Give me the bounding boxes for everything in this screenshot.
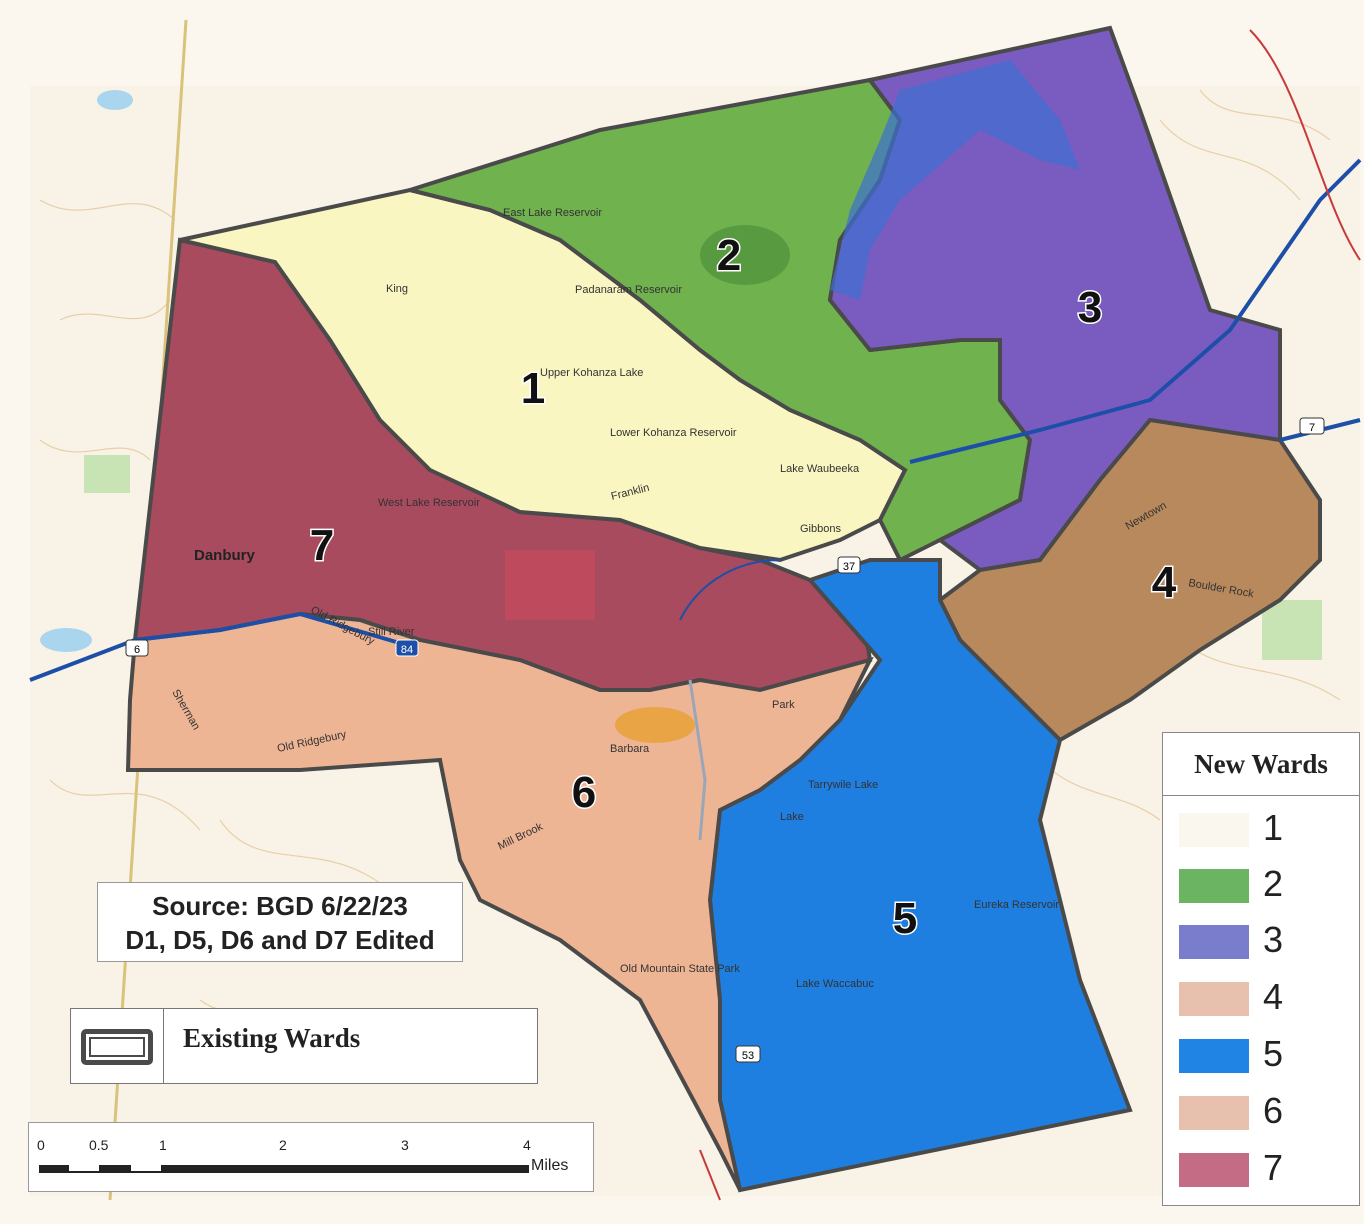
legend-swatch xyxy=(1179,1039,1249,1073)
basemap-park xyxy=(1262,600,1322,660)
svg-text:53: 53 xyxy=(742,1050,754,1062)
scale-tick: 2 xyxy=(279,1137,287,1153)
source-box: Source: BGD 6/22/23 D1, D5, D6 and D7 Ed… xyxy=(97,882,463,962)
place-upper-kohanza-lake: Upper Kohanza Lake xyxy=(540,367,643,379)
legend-item: 2 xyxy=(1179,863,1349,907)
scale-tick: 0 xyxy=(37,1137,45,1153)
new-wards-legend: New Wards 1 2 3 4 5 6 7 xyxy=(1162,732,1360,1206)
place-tarrywile-lake: Tarrywile Lake xyxy=(808,779,878,791)
legend-label: 3 xyxy=(1263,919,1284,960)
place-east-lake-reservoir: East Lake Reservoir xyxy=(503,207,602,219)
existing-wards-legend: Existing Wards xyxy=(70,1008,538,1084)
basemap-lake xyxy=(40,628,92,652)
scale-units: Miles xyxy=(531,1157,569,1174)
legend-swatch xyxy=(1179,1153,1249,1187)
scale-tick: 3 xyxy=(401,1137,409,1153)
place-west-lake-reservoir: West Lake Reservoir xyxy=(378,497,480,509)
scale-segment xyxy=(131,1165,161,1171)
svg-text:6: 6 xyxy=(134,644,140,656)
scale-tick: 4 xyxy=(523,1137,531,1153)
source-line-2: D1, D5, D6 and D7 Edited xyxy=(125,925,435,955)
existing-wards-divider xyxy=(163,1009,164,1083)
legend-swatch xyxy=(1179,1096,1249,1130)
ward-number-2: 2 xyxy=(717,231,741,280)
legend-label: 6 xyxy=(1263,1090,1284,1131)
ward-number-6: 6 xyxy=(572,768,596,817)
legend-item: 1 xyxy=(1179,807,1349,851)
place-eureka-reservoir: Eureka Reservoir xyxy=(974,899,1059,911)
ward-number-3: 3 xyxy=(1078,283,1102,332)
ward-number-7: 7 xyxy=(310,521,334,570)
route-shield-37: 37 xyxy=(837,556,861,574)
basemap-lake xyxy=(97,90,133,110)
route-shield-84: 84 xyxy=(395,639,419,657)
ward-6 xyxy=(125,611,874,1191)
place-barbara: Barbara xyxy=(610,743,650,755)
legend-label: 7 xyxy=(1263,1147,1284,1188)
legend-item: 6 xyxy=(1179,1090,1349,1134)
ward-number-1: 1 xyxy=(521,364,545,413)
park-shading xyxy=(615,707,695,743)
route-shield-7: 7 xyxy=(1299,417,1325,435)
existing-wards-swatch xyxy=(81,1029,153,1065)
place-lake-waccabuc: Lake Waccabuc xyxy=(796,978,874,990)
route-shield-6: 6 xyxy=(125,639,149,657)
legend-label: 4 xyxy=(1263,976,1284,1017)
legend-swatch xyxy=(1179,982,1249,1016)
svg-text:7: 7 xyxy=(1309,422,1315,434)
place-lake-waubeeka: Lake Waubeeka xyxy=(780,463,860,475)
legend-label: 5 xyxy=(1263,1033,1284,1074)
legend-title: New Wards xyxy=(1163,733,1359,796)
legend-item: 3 xyxy=(1179,919,1349,963)
svg-text:84: 84 xyxy=(401,644,413,656)
place-lower-kohanza-reservoir: Lower Kohanza Reservoir xyxy=(610,427,737,439)
legend-swatch xyxy=(1179,813,1249,847)
scale-track xyxy=(39,1165,529,1173)
source-line-1: Source: BGD 6/22/23 xyxy=(152,891,408,921)
place-danbury: Danbury xyxy=(194,547,256,564)
highways xyxy=(29,29,1362,1201)
ward-3-shading xyxy=(830,60,1080,300)
park-shading xyxy=(700,225,790,285)
place-gibbons: Gibbons xyxy=(800,523,841,535)
ward-number-5: 5 xyxy=(893,894,917,943)
legend-label: 1 xyxy=(1263,807,1284,848)
place-old-mountain-state-park: Old Mountain State Park xyxy=(620,963,740,975)
scale-bar: 0 0.5 1 2 3 4 Miles xyxy=(28,1122,594,1192)
svg-text:37: 37 xyxy=(843,561,855,573)
park-shading xyxy=(505,550,595,620)
legend-item: 5 xyxy=(1179,1033,1349,1077)
place-lake: Lake xyxy=(780,811,804,823)
legend-item: 4 xyxy=(1179,976,1349,1020)
place-king: King xyxy=(386,283,408,295)
legend-swatch xyxy=(1179,925,1249,959)
place-park: Park xyxy=(772,699,795,711)
scale-tick: 1 xyxy=(159,1137,167,1153)
legend-item: 7 xyxy=(1179,1147,1349,1191)
legend-swatch xyxy=(1179,869,1249,903)
place-padanaram-reservoir: Padanaram Reservoir xyxy=(575,284,682,296)
scale-tick: 0.5 xyxy=(89,1137,109,1153)
existing-wards-label: Existing Wards xyxy=(183,1023,361,1053)
route-shield-53: 53 xyxy=(735,1045,761,1063)
scale-segment xyxy=(69,1165,99,1171)
ward-number-4: 4 xyxy=(1152,558,1177,607)
legend-label: 2 xyxy=(1263,863,1284,904)
place-still-river: Still River xyxy=(368,626,415,638)
basemap-park xyxy=(84,455,130,493)
